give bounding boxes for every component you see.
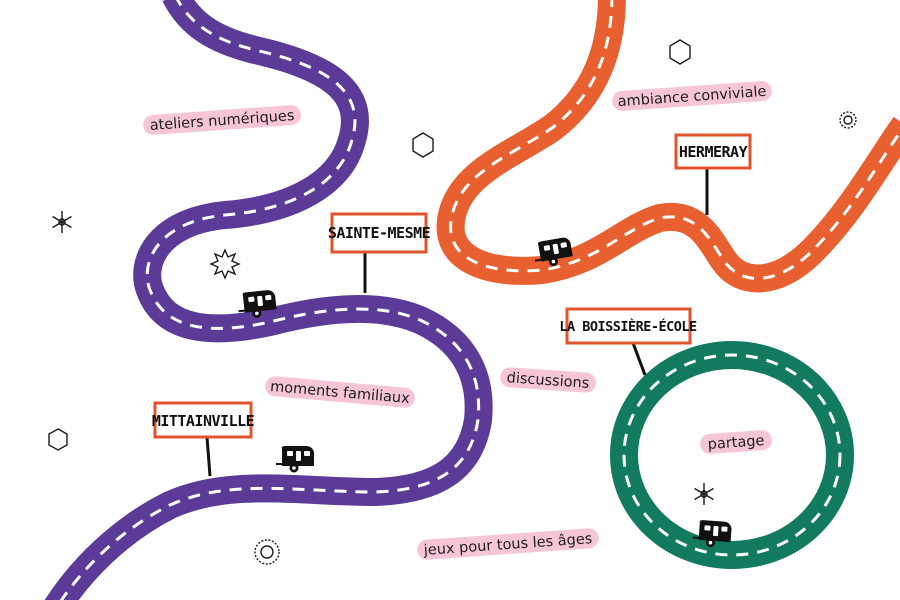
star-burst-icon <box>209 248 241 280</box>
hexagon-icon <box>412 132 434 158</box>
tag-background <box>417 528 599 560</box>
tag-background <box>265 376 415 408</box>
tag-jeux-pour-tous-les-ages: jeux pour tous les âges <box>417 528 599 560</box>
sign-label: LA BOISSIÈRE-ÉCOLE <box>559 318 697 335</box>
hexagon-icon <box>48 428 68 451</box>
sign-pole <box>631 342 647 376</box>
snowflake-icon <box>52 211 72 233</box>
hexagon-icon <box>669 39 691 65</box>
tag-moments-familiaux: moments familiaux <box>265 376 415 408</box>
sign-board <box>565 307 692 345</box>
sign-la-boissiere-ecole: LA BOISSIÈRE-ÉCOLE <box>559 307 698 376</box>
sign-sainte-mesme: SAINTE-MESME <box>328 212 431 293</box>
tag-label: partage <box>707 433 765 453</box>
green-road-center-line <box>622 353 842 557</box>
orange-road <box>436 0 900 293</box>
green-road <box>610 341 854 569</box>
caravan-icon <box>276 446 314 473</box>
sign-label: HERMERAY <box>679 143 748 161</box>
purple-road-center-line <box>59 0 481 600</box>
tag-background <box>612 81 772 111</box>
sign-label: SAINTE-MESME <box>328 224 431 242</box>
sign-board <box>674 133 752 170</box>
sign-label: MITTAINVILLE <box>152 412 255 430</box>
tag-label: discussions <box>506 370 590 392</box>
tag-partage: partage <box>700 430 772 454</box>
sign-board <box>153 401 253 439</box>
tag-ateliers-numeriques: ateliers numériques <box>143 105 301 135</box>
tag-background <box>700 430 772 454</box>
sign-hermeray: HERMERAY <box>674 133 752 215</box>
purple-road <box>44 0 493 600</box>
tag-background <box>143 105 301 135</box>
tag-discussions: discussions <box>500 367 596 393</box>
sign-pole <box>205 436 212 477</box>
gear-circle-icon <box>254 539 280 565</box>
orange-road-center-line <box>449 0 900 280</box>
tag-background <box>500 367 596 393</box>
tag-ambiance-conviviale: ambiance conviviale <box>612 81 772 111</box>
sign-mittainville: MITTAINVILLE <box>152 401 255 477</box>
sign-board <box>330 212 428 254</box>
gear-circle-icon <box>839 111 857 129</box>
snowflake-icon <box>694 483 714 505</box>
